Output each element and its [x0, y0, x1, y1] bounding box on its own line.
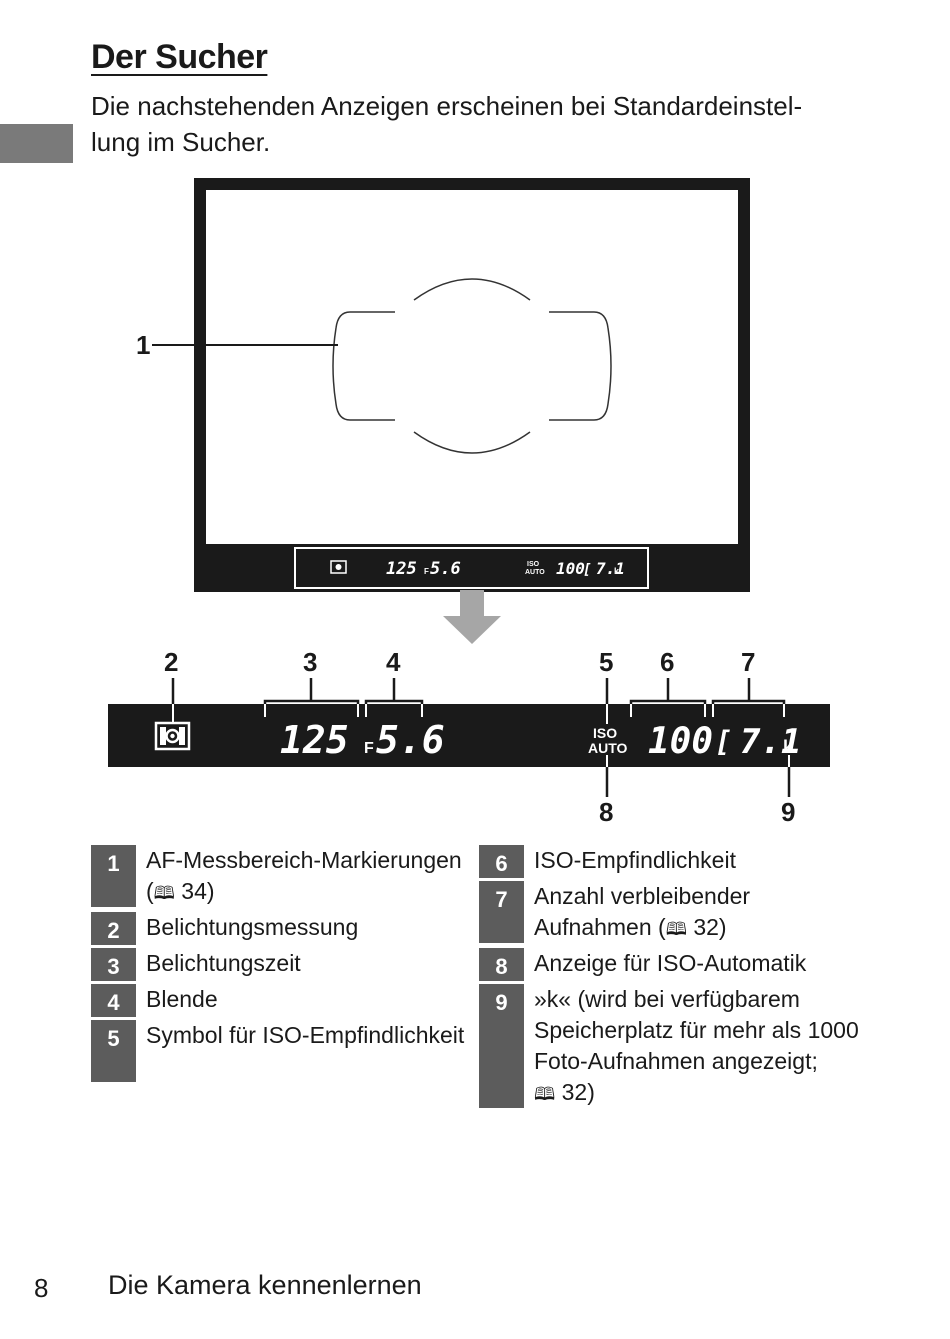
legend-text: Anzahl verbleibender Aufnahmen (🕮 32) [534, 883, 751, 940]
mini-bracket: [ [583, 562, 591, 578]
aperture-prefix: F [364, 740, 374, 757]
viewfinder-figure: 1 125 F 5.6 ISO AUTO 100 [ 7.1 k 125 F 5… [108, 178, 830, 827]
legend-number-badge: 6 [479, 845, 524, 878]
legend-number-badge: 1 [91, 845, 136, 907]
legend-item: 4 Blende [91, 984, 471, 1017]
callout-1: 1 [136, 330, 150, 360]
legend-text: ISO-Empfindlichkeit [534, 847, 736, 873]
legend-number-badge: 2 [91, 912, 136, 945]
mini-matrix-metering-icon [330, 560, 347, 574]
callout-3: 3 [303, 647, 317, 677]
legend-item: 5 Symbol für ISO-Empfindlichkeit [91, 1020, 471, 1082]
af-area-brackets [332, 278, 612, 454]
legend-item: 2 Belichtungsmessung [91, 912, 471, 945]
iso-symbol-top: ISO [593, 725, 617, 741]
book-icon: 🕮 [665, 919, 687, 940]
callout-9: 9 [781, 797, 795, 827]
mini-iso-value: 100 [556, 559, 585, 578]
callout-4: 4 [386, 647, 401, 677]
legend-text: »k« (wird bei verfügbarem Speicherplatz … [534, 986, 859, 1105]
legend-item: 6 ISO-Empfindlichkeit [479, 845, 859, 878]
intro-text: Die nachstehenden Anzeigen erscheinen be… [91, 91, 803, 157]
matrix-metering-icon [154, 721, 191, 751]
k-indicator: k [783, 737, 794, 757]
legend-number-badge: 9 [479, 984, 524, 1108]
remaining-display: 7.1 [740, 722, 801, 762]
mini-remaining: 7.1 [596, 559, 625, 578]
mini-k: k [614, 566, 620, 576]
legend-number-badge: 7 [479, 881, 524, 943]
lower-leader-lines [605, 767, 791, 797]
remaining-bracket: [ [715, 725, 732, 758]
mini-shutter: 125 [386, 559, 417, 579]
legend-text: Anzeige für ISO-Automatik [534, 950, 807, 976]
footer-section-title: Die Kamera kennenlernen [108, 1270, 422, 1300]
legend-item: 3 Belichtungszeit [91, 948, 471, 981]
chapter-side-tab [0, 124, 73, 163]
book-icon: 🕮 [534, 1084, 556, 1105]
callout-2: 2 [164, 647, 178, 677]
mini-aperture-prefix: F [424, 567, 429, 576]
page-title: Der Sucher [91, 38, 268, 76]
mini-iso-top: ISO [527, 561, 540, 568]
legend-left: 1 AF-Messbereich-Markierungen (🕮 34) 2 B… [91, 845, 471, 1085]
iso-display: 100 [648, 721, 713, 762]
legend-item: 8 Anzeige für ISO-Automatik [479, 948, 859, 981]
legend-text: Belichtungszeit [146, 950, 301, 976]
legend-text: Symbol für ISO-Empfindlichkeit [146, 1022, 465, 1048]
callout-8: 8 [599, 797, 613, 827]
legend-text: Belichtungsmessung [146, 914, 359, 940]
legend-text: Blende [146, 986, 218, 1012]
iso-symbol-bottom: AUTO [588, 740, 628, 756]
mini-info-strip [294, 547, 649, 589]
legend-number-badge: 5 [91, 1020, 136, 1082]
callout-7: 7 [741, 647, 755, 677]
legend-item: 7 Anzahl verbleibender Aufnahmen (🕮 32) [479, 881, 859, 945]
legend-number-badge: 8 [479, 948, 524, 981]
legend-item: 1 AF-Messbereich-Markierungen (🕮 34) [91, 845, 471, 909]
aperture-display: 5.6 [376, 718, 445, 762]
mini-iso-bottom: AUTO [525, 569, 545, 576]
mini-aperture: 5.6 [430, 559, 461, 579]
page-number: 8 [34, 1273, 49, 1303]
down-arrow-icon [443, 590, 501, 644]
shutter-display: 125 [280, 718, 349, 762]
legend-right: 6 ISO-Empfindlichkeit 7 Anzahl verbleibe… [479, 845, 859, 1113]
legend-number-badge: 4 [91, 984, 136, 1017]
legend-item: 9 »k« (wird bei verfügbarem Speicherplat… [479, 984, 859, 1110]
legend-text: AF-Messbereich-Markierungen (🕮 34) [146, 847, 462, 904]
white-leader-lines [172, 704, 790, 767]
callout-6: 6 [660, 647, 674, 677]
book-icon: 🕮 [153, 883, 175, 904]
legend-number-badge: 3 [91, 948, 136, 981]
info-display-strip [108, 704, 830, 767]
viewfinder-window [206, 190, 738, 544]
callout-5: 5 [599, 647, 613, 677]
